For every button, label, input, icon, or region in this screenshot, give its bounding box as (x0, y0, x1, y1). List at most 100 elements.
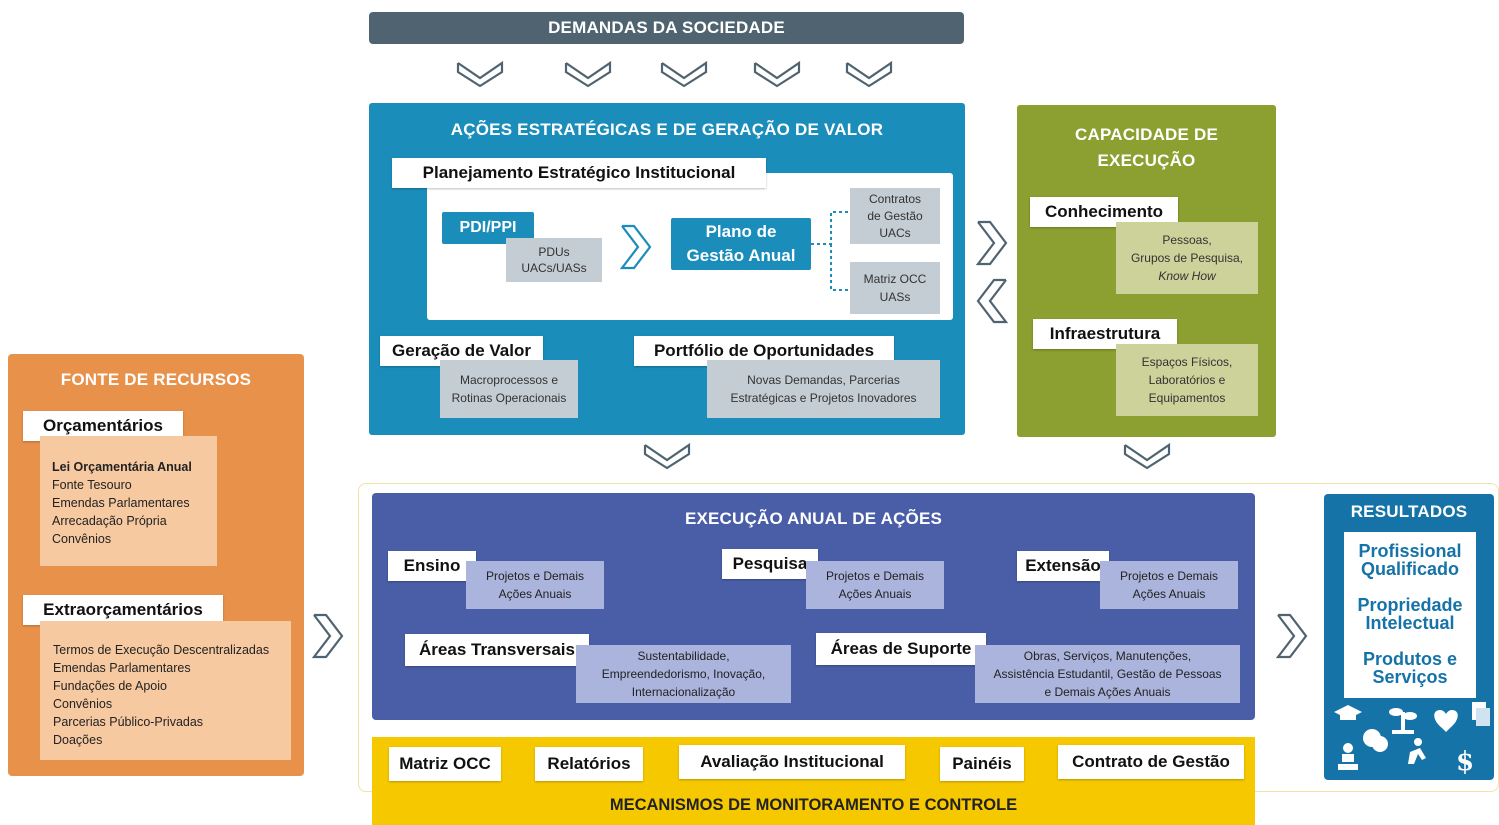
capacidade-title-line: EXECUÇÃO (1097, 151, 1196, 170)
proj-line: Projetos e Demais (825, 569, 925, 583)
transversais-line: Sustentabilidade, (637, 649, 730, 663)
geracao-line: Rotinas Operacionais (451, 391, 567, 405)
geracao-line: Macroprocessos e (459, 373, 559, 387)
conhecimento-line: Pessoas, (1162, 233, 1212, 247)
infraestrutura-note: Espaços Físicos, Laboratórios e Equipame… (1116, 344, 1258, 416)
orc-item: Lei Orçamentária Anual (52, 460, 192, 474)
infra-line: Equipamentos (1148, 391, 1226, 405)
resultado-line: Produtos e (1362, 649, 1457, 669)
resultado-item: Propriedade Intelectual (1344, 596, 1476, 632)
resultados-icons: $ (1334, 702, 1490, 777)
chevron-right-icon (310, 611, 346, 661)
pdus-line: UACs/UASs (521, 261, 587, 275)
areas-suporte-note: Obras, Serviços, Manutenções, Assistênci… (975, 645, 1240, 703)
extra-item: Parcerias Público-Privadas (53, 715, 204, 729)
acoes-title: AÇÕES ESTRATÉGICAS E DE GERAÇÃO DE VALOR (450, 120, 884, 139)
orc-item: Convênios (52, 532, 112, 546)
chevron-down-icon (455, 58, 505, 88)
demandas-banner: DEMANDAS DA SOCIEDADE (369, 12, 964, 44)
extra-item: Emendas Parlamentares (53, 661, 191, 675)
extra-item: Termos de Execução Descentralizadas (53, 643, 270, 657)
planejamento-label: Planejamento Estratégico Institucional (392, 158, 766, 188)
matriz-occ-tag: Matriz OCC (389, 747, 501, 781)
extensao-label: Extensão (1017, 551, 1109, 581)
contrato-gestao-tag: Contrato de Gestão (1058, 745, 1244, 779)
areas-transversais-note: Sustentabilidade, Empreendedorismo, Inov… (576, 645, 791, 703)
monitoramento-title: MECANISMOS DE MONITORAMENTO E CONTROLE (609, 796, 1018, 814)
resultado-line: Intelectual (1365, 613, 1455, 633)
resultados-list: Profissional Qualificado Propriedade Int… (1344, 532, 1476, 698)
proj-line: Projetos e Demais (1119, 569, 1219, 583)
resultado-line: Profissional (1358, 541, 1462, 561)
masks-icon (1363, 729, 1388, 752)
chevron-down-icon (1122, 440, 1172, 470)
document-icon (1472, 702, 1490, 726)
orc-item: Arrecadação Própria (52, 514, 167, 528)
conhecimento-note: Pessoas, Grupos de Pesquisa, Know How (1116, 222, 1258, 294)
resultado-line: Serviços (1372, 667, 1448, 687)
extra-item: Fundações de Apoio (53, 679, 167, 693)
plant-icon (1389, 708, 1417, 734)
ensino-label: Ensino (388, 551, 476, 581)
extra-item: Doações (53, 733, 103, 747)
graduation-cap-icon (1334, 705, 1362, 720)
resultado-item: Profissional Qualificado (1344, 542, 1476, 578)
areas-transversais-label: Áreas Transversais (405, 634, 589, 666)
pesquisa-label: Pesquisa (722, 549, 818, 579)
heart-icon (1434, 710, 1458, 732)
extra-item: Convênios (53, 697, 113, 711)
chevron-right-icon (974, 218, 1010, 268)
chevron-down-icon (642, 440, 692, 470)
matriz-line: UASs (879, 290, 911, 304)
extraorcamentarios-list: Termos de Execução Descentralizadas Emen… (40, 621, 291, 760)
infra-line: Laboratórios e (1148, 373, 1226, 387)
resultado-item: Produtos e Serviços (1344, 650, 1476, 686)
orc-item: Fonte Tesouro (52, 478, 132, 492)
transversais-line: Internacionalização (631, 685, 736, 699)
infra-line: Espaços Físicos, (1141, 355, 1233, 369)
matriz-line: Matriz OCC (863, 272, 927, 286)
award-icon (1338, 743, 1358, 770)
chevron-down-icon (659, 58, 709, 88)
extraorcamentarios-label: Extraorçamentários (23, 595, 223, 625)
suporte-line: Obras, Serviços, Manutenções, (1023, 649, 1192, 663)
chevron-down-icon (563, 58, 613, 88)
runner-icon (1408, 738, 1426, 764)
fonte-title: FONTE DE RECURSOS (60, 370, 252, 389)
proj-line: Projetos e Demais (485, 569, 585, 583)
plano-line: Gestão Anual (686, 246, 796, 265)
chevron-left-icon (974, 276, 1010, 326)
ensino-note: Projetos e Demais Ações Anuais (466, 561, 604, 609)
contratos-line: de Gestão (867, 208, 923, 223)
pdus-line: PDUs (538, 245, 570, 259)
resultados-title: RESULTADOS (1350, 502, 1468, 521)
relatorios-tag: Relatórios (535, 747, 643, 781)
plano-gestao-badge: Plano de Gestão Anual (671, 218, 811, 270)
transversais-line: Empreendedorismo, Inovação, (601, 667, 766, 681)
portfolio-note: Novas Demandas, Parcerias Estratégicas e… (707, 360, 940, 418)
orcamentarios-list: Lei Orçamentária Anual Fonte Tesouro Eme… (40, 436, 217, 566)
geracao-valor-note: Macroprocessos e Rotinas Operacionais (440, 360, 578, 418)
resultado-line: Propriedade (1357, 595, 1463, 615)
capacidade-title-line: CAPACIDADE DE (1074, 125, 1219, 144)
capacidade-title: CAPACIDADE DE EXECUÇÃO (1017, 122, 1276, 174)
pdus-note: PDUs UACs/UASs (506, 238, 602, 282)
proj-line: Ações Anuais (498, 587, 572, 601)
chevron-down-icon (844, 58, 894, 88)
contratos-line: UACs (879, 225, 911, 240)
contratos-note: Contratos de Gestão UACs (850, 188, 940, 244)
svg-text:$: $ (1456, 747, 1474, 777)
suporte-line: e Demais Ações Anuais (1044, 685, 1171, 699)
chevron-right-icon (618, 222, 654, 272)
extensao-note: Projetos e Demais Ações Anuais (1100, 561, 1238, 609)
money-icon: $ (1456, 747, 1474, 777)
proj-line: Ações Anuais (838, 587, 912, 601)
chevron-down-icon (752, 58, 802, 88)
portfolio-line: Estratégicas e Projetos Inovadores (730, 391, 917, 405)
areas-suporte-label: Áreas de Suporte (816, 633, 986, 665)
orc-item: Emendas Parlamentares (52, 496, 190, 510)
proj-line: Ações Anuais (1132, 587, 1206, 601)
plano-line: Plano de (705, 222, 777, 241)
paineis-tag: Painéis (940, 747, 1024, 781)
pesquisa-note: Projetos e Demais Ações Anuais (806, 561, 944, 609)
